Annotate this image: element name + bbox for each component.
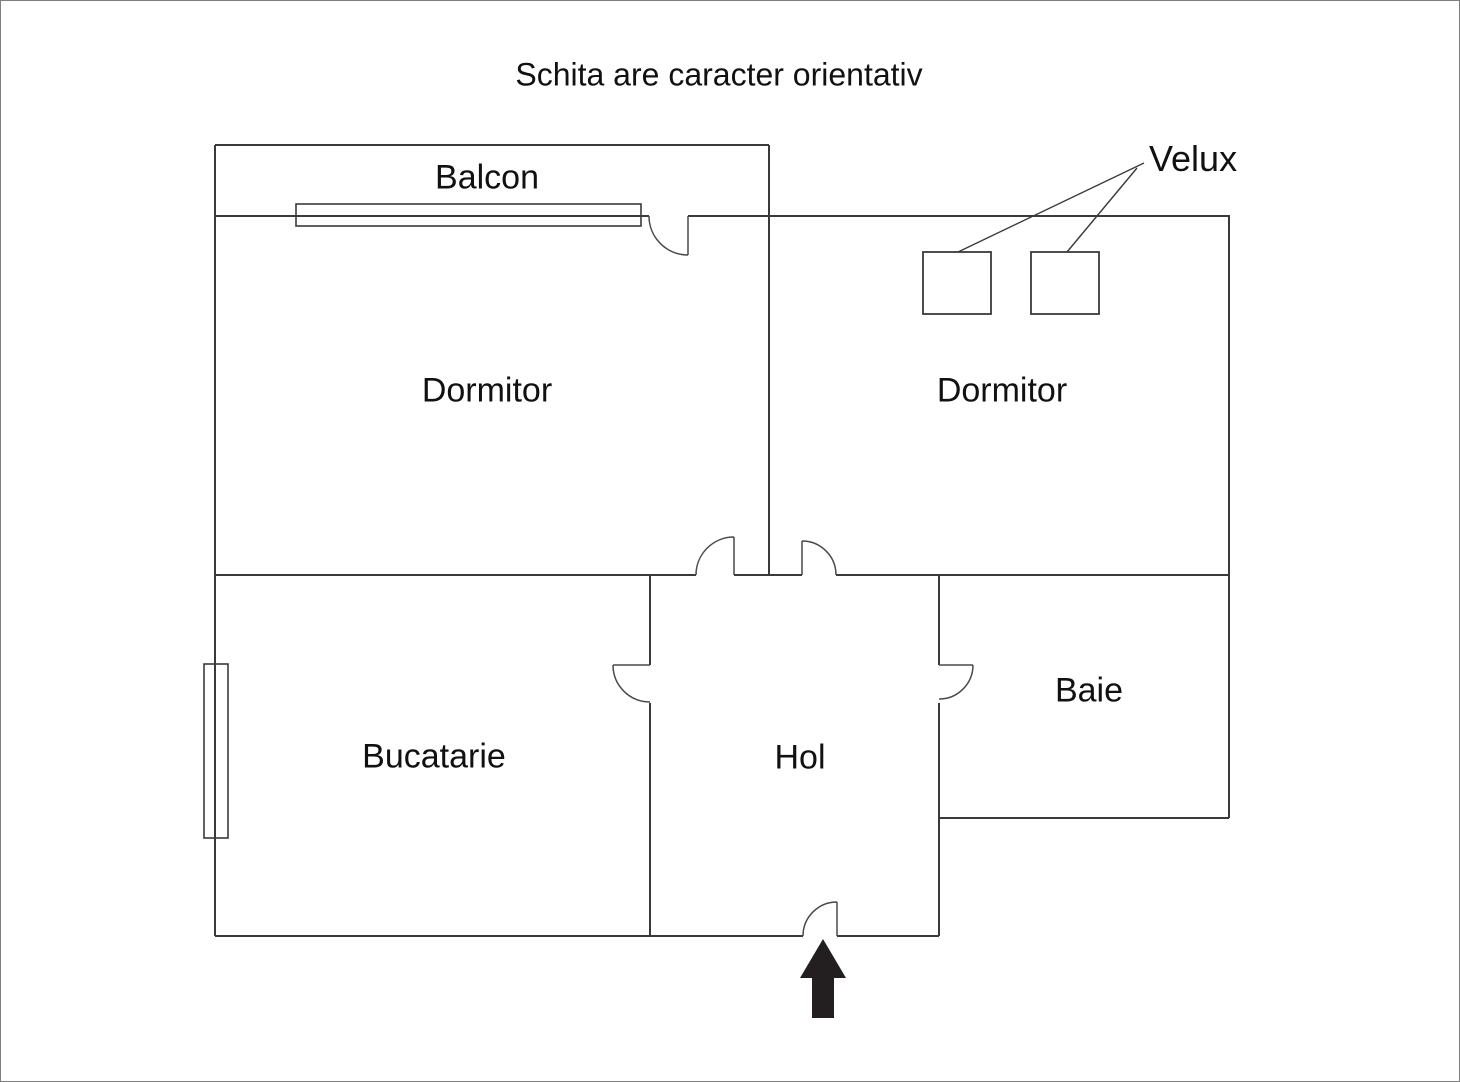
entrance-arrow-icon	[800, 939, 846, 1018]
page-title: Schita are caracter orientativ	[515, 56, 923, 93]
velux-window-1	[922, 251, 992, 315]
room-label-balcon: Balcon	[435, 158, 539, 197]
walls-outline	[214, 144, 1230, 937]
room-label-baie: Baie	[1054, 671, 1124, 710]
entrance-door	[802, 901, 838, 937]
balcony-window	[295, 203, 642, 227]
room-label-hol: Hol	[774, 738, 826, 777]
bucatarie-door	[612, 664, 651, 703]
velux-annotation-label: Velux	[1149, 138, 1238, 179]
kitchen-window	[203, 663, 229, 839]
room-label-bucatarie: Bucatarie	[362, 737, 506, 776]
velux-leader-lines	[957, 162, 1145, 253]
baie-door	[938, 664, 974, 700]
balcony-door	[648, 215, 689, 256]
room-label-dormitor-left: Dormitor	[421, 371, 553, 410]
room-label-dormitor-right: Dormitor	[936, 371, 1068, 410]
dormitor-right-door	[801, 540, 837, 576]
velux-window-2	[1030, 251, 1100, 315]
dormitor-left-door	[695, 536, 735, 576]
